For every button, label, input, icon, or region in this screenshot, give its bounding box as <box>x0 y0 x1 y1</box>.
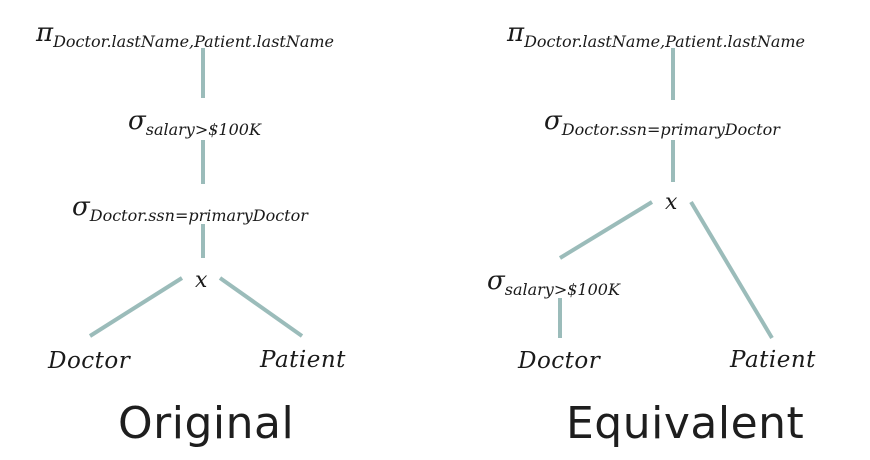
salary-condition: salary>$100K <box>504 280 620 299</box>
projection-attrs: Doctor.lastName,Patient.lastName <box>524 32 806 51</box>
sigma-symbol: σ <box>487 266 505 296</box>
orig-select-salary: σsalary>$100K <box>128 106 261 138</box>
orig-cross-product: x <box>195 268 208 293</box>
pi-symbol: π <box>36 18 54 48</box>
salary-condition: salary>$100K <box>145 120 261 139</box>
eq-cross-product: x <box>665 190 678 215</box>
eq-select-ssn: σDoctor.ssn=primaryDoctor <box>544 106 780 138</box>
projection-attrs: Doctor.lastName,Patient.lastName <box>53 32 335 51</box>
eq-projection: πDoctor.lastName,Patient.lastName <box>507 18 805 50</box>
ssn-condition: Doctor.ssn=primaryDoctor <box>89 206 308 225</box>
sigma-symbol: σ <box>128 106 146 136</box>
eq-caption: Equivalent <box>566 398 805 449</box>
orig-projection: πDoctor.lastName,Patient.lastName <box>36 18 334 50</box>
eq-leaf-doctor: Doctor <box>518 348 601 374</box>
edge-orig-cross-doctor <box>88 276 184 338</box>
orig-leaf-doctor: Doctor <box>48 348 131 374</box>
orig-leaf-patient: Patient <box>260 347 346 373</box>
orig-caption: Original <box>118 398 295 449</box>
edge-eq-cross-salary <box>558 200 654 260</box>
edge-eq-cross-patient <box>689 200 774 340</box>
eq-leaf-patient: Patient <box>730 347 816 373</box>
eq-select-salary: σsalary>$100K <box>487 266 620 298</box>
edge-orig-cross-patient <box>218 276 304 338</box>
ssn-condition: Doctor.ssn=primaryDoctor <box>561 120 780 139</box>
sigma-symbol: σ <box>544 106 562 136</box>
orig-select-ssn: σDoctor.ssn=primaryDoctor <box>72 192 308 224</box>
pi-symbol: π <box>507 18 525 48</box>
sigma-symbol: σ <box>72 192 90 222</box>
